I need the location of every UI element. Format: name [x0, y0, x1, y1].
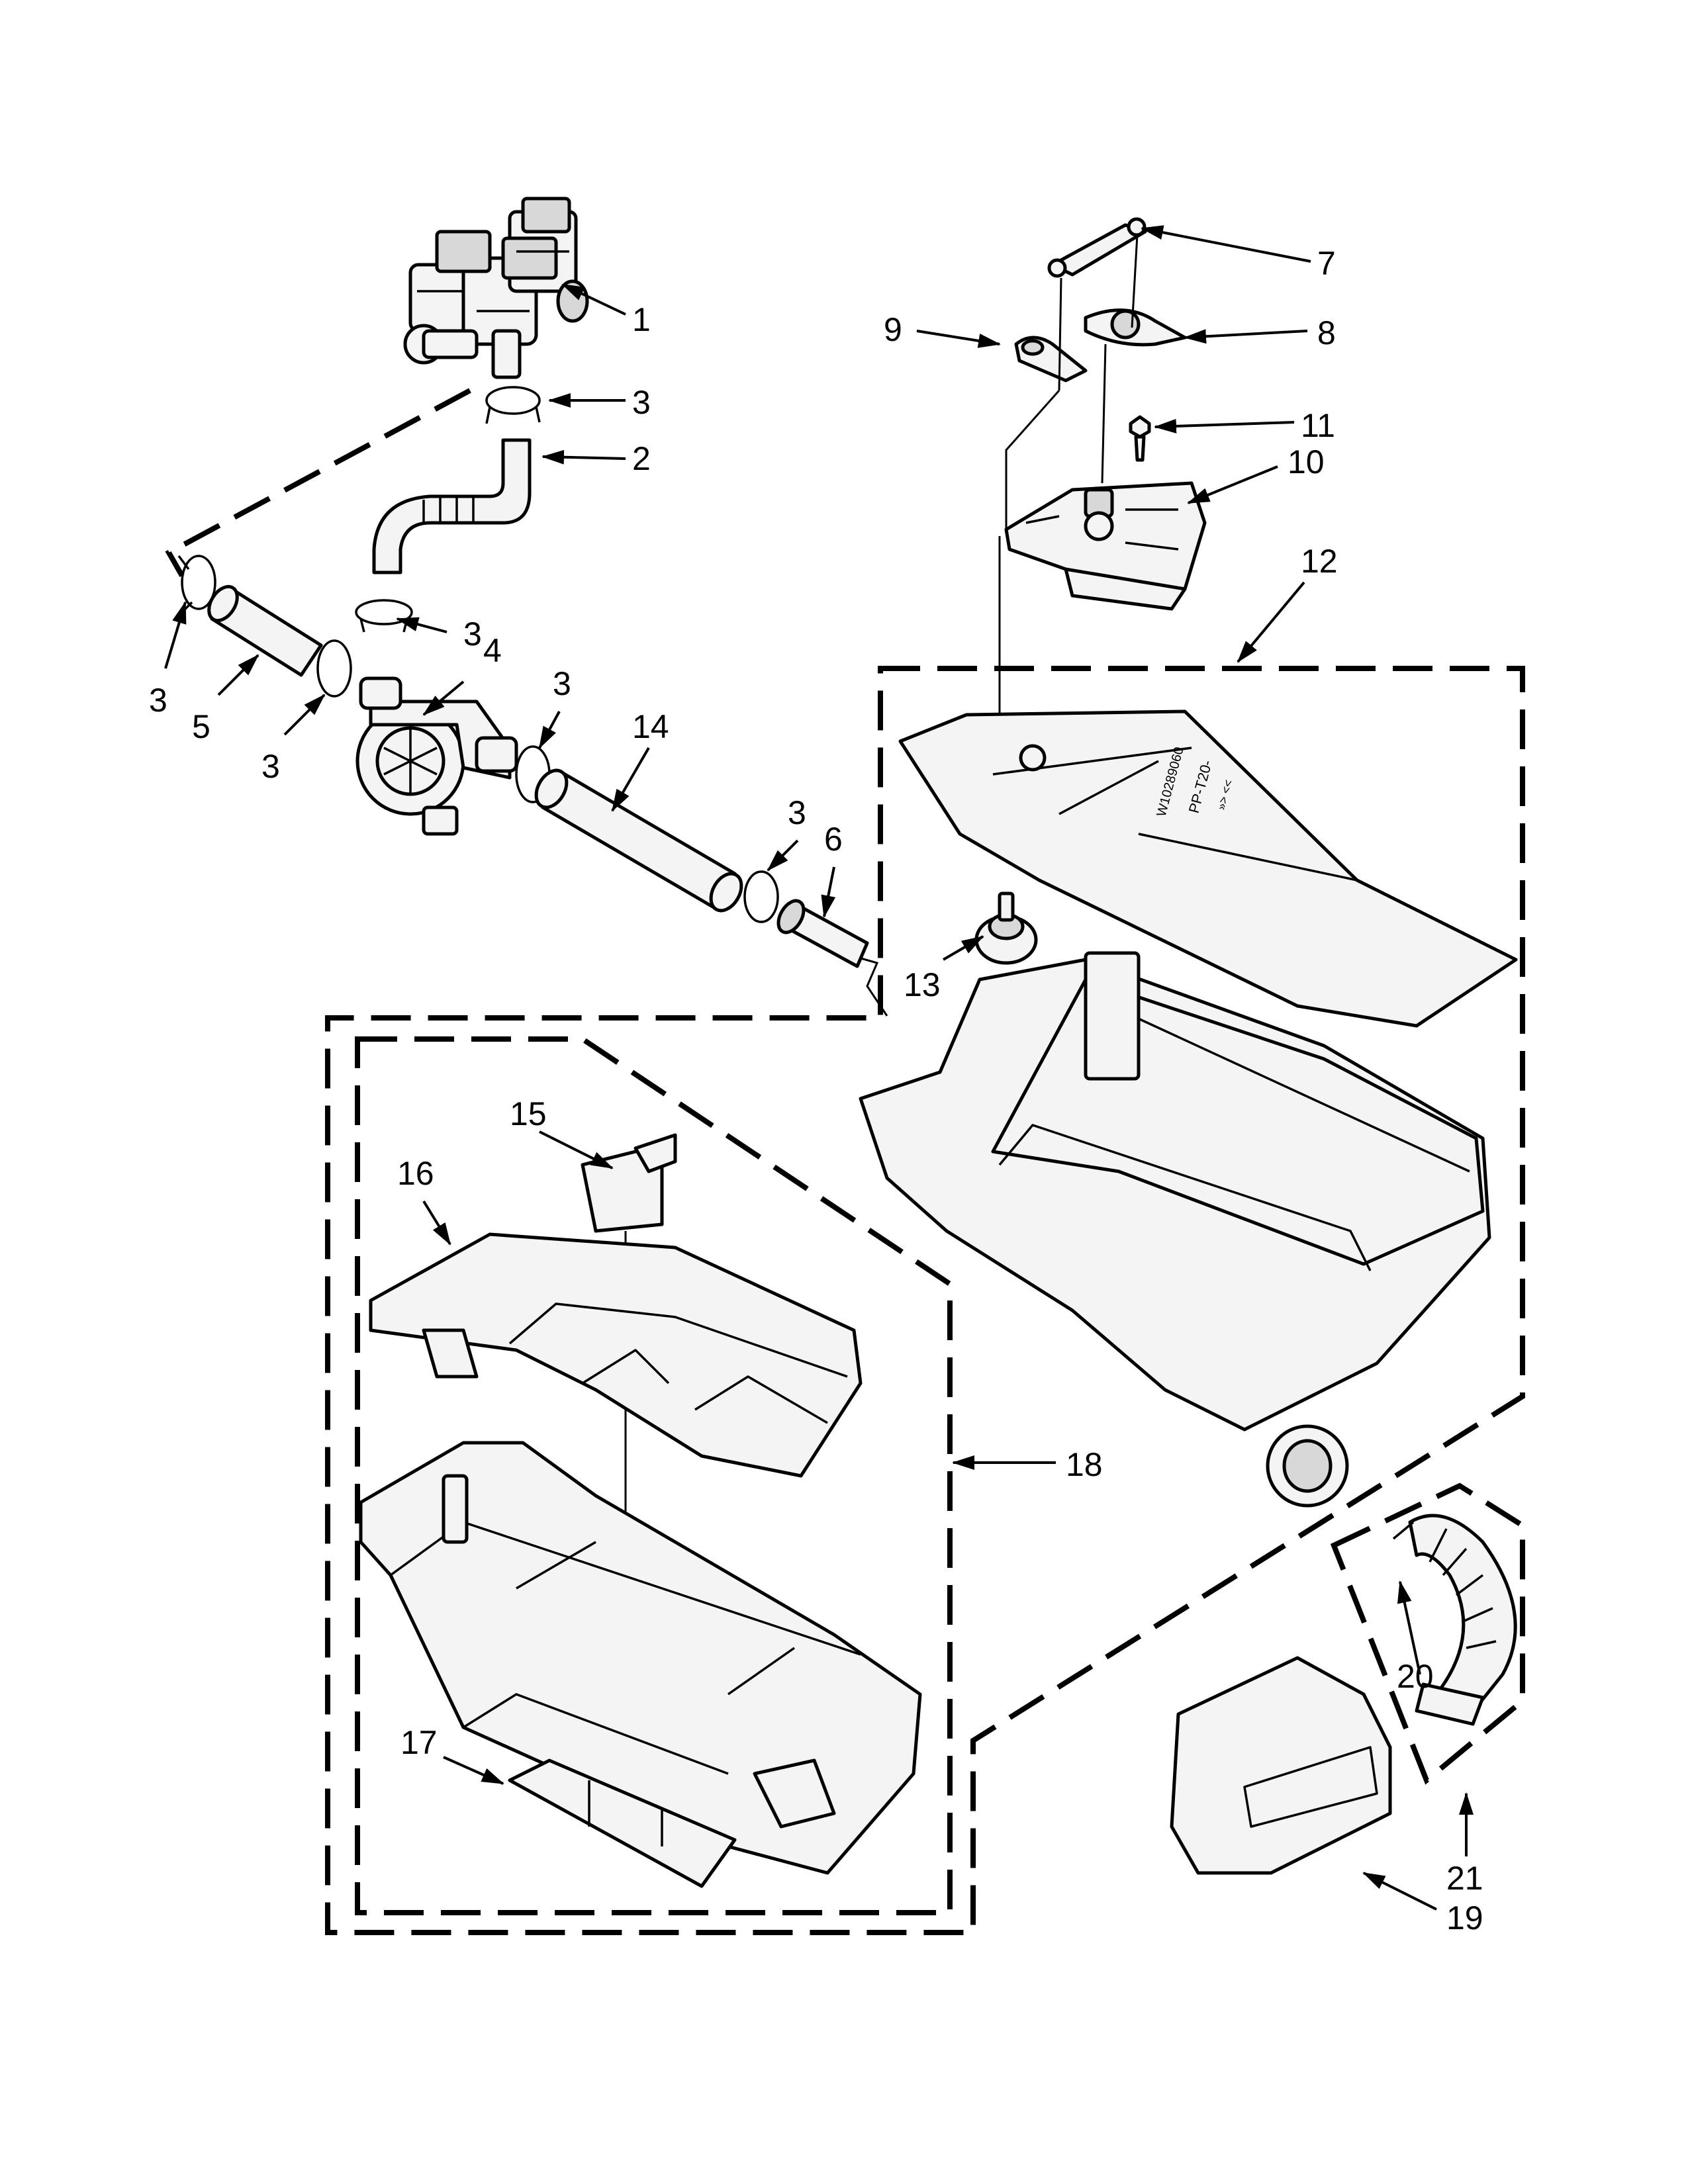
assembly-outline-12 — [325, 666, 1525, 1935]
cam-gear — [1084, 308, 1187, 347]
drawer-handle — [1170, 1656, 1392, 1875]
callout-3-inlet-clamp: 3 — [149, 682, 167, 719]
callout-1: 1 — [632, 301, 651, 338]
hose-clamp-2 — [355, 599, 413, 633]
lever-arm — [1014, 336, 1088, 383]
callout-3-hose-clamp: 3 — [463, 615, 482, 653]
callout-14: 14 — [632, 708, 669, 745]
siphon-cap — [581, 1133, 677, 1233]
callout-21: 21 — [1446, 1860, 1483, 1897]
drawer-base — [359, 1441, 922, 1875]
inlet-hose — [372, 438, 532, 574]
tube-leader-line — [853, 955, 888, 1017]
callout-9: 9 — [884, 311, 902, 348]
callout-labels: 1 3 2 3 4 3 5 3 3 14 3 6 7 9 8 11 10 12 … — [149, 245, 1483, 1936]
actuator-motor — [1004, 481, 1207, 611]
callout-18: 18 — [1066, 1446, 1103, 1483]
short-hose — [207, 584, 323, 677]
callout-arrows — [164, 225, 1474, 1911]
assembly-outline-21 — [1330, 1482, 1525, 1785]
hose-clamp-6 — [743, 870, 779, 923]
dispenser-housing: W10289060 PP-T20- »> << — [859, 709, 1518, 1508]
callout-12: 12 — [1301, 543, 1338, 580]
drawer-trim — [508, 1758, 737, 1888]
link-leader-lines — [998, 234, 1139, 721]
long-hose — [534, 768, 743, 913]
callout-17: 17 — [400, 1724, 438, 1761]
assembly-outline-18 — [355, 1036, 953, 1915]
callout-20: 20 — [1397, 1658, 1434, 1695]
hose-clamp-4 — [316, 639, 352, 698]
callout-5: 5 — [192, 708, 211, 745]
callout-3-long-hose-clamp: 3 — [788, 794, 806, 831]
hose-clamp-1 — [485, 386, 541, 424]
callout-8: 8 — [1317, 314, 1336, 351]
callout-16: 16 — [397, 1155, 434, 1192]
callout-2: 2 — [632, 440, 651, 477]
drain-hose — [1392, 1514, 1517, 1726]
water-inlet-valve — [403, 197, 589, 379]
callout-10: 10 — [1288, 443, 1325, 480]
tube-nozzle — [776, 899, 869, 968]
callout-3-diverter-clamp: 3 — [553, 665, 571, 702]
callout-4: 4 — [483, 632, 502, 669]
drawer-insert — [369, 1232, 863, 1478]
callout-3-short-hose-clamp: 3 — [261, 748, 280, 785]
callout-3-valve-clamp: 3 — [632, 384, 651, 421]
inlet-leader-line — [165, 388, 471, 577]
callout-15: 15 — [510, 1095, 547, 1132]
callout-11: 11 — [1301, 407, 1335, 444]
housing-fitting — [974, 891, 1038, 965]
callout-13: 13 — [904, 966, 941, 1003]
callout-6: 6 — [824, 821, 843, 858]
callout-19: 19 — [1446, 1899, 1483, 1936]
diverter-assembly — [355, 676, 518, 836]
callout-7: 7 — [1317, 245, 1336, 282]
cam-link — [1047, 217, 1147, 278]
mounting-screw — [1129, 415, 1151, 462]
